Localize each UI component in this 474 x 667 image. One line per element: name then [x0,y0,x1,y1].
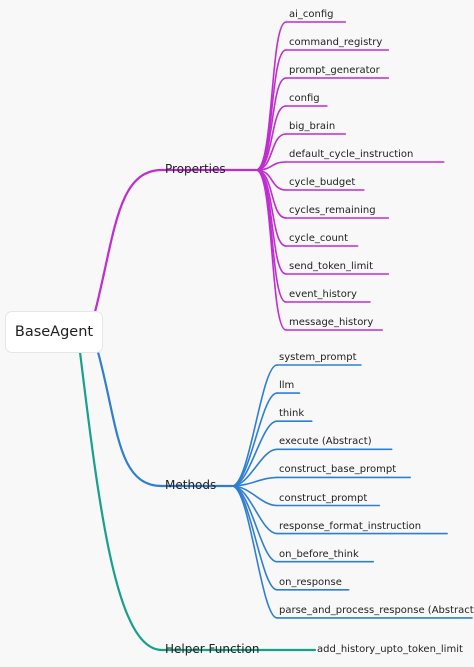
leaf-node-message-history[interactable]: message_history [289,317,374,328]
leaf-node-send-token-limit[interactable]: send_token_limit [289,261,374,272]
leaf-node-cycle-count[interactable]: cycle_count [289,233,349,244]
leaf-node-construct-prompt[interactable]: construct_prompt [279,492,368,504]
leaf-node-parse-and-process-response-abstract[interactable]: parse_and_process_response (Abstract) [279,604,474,616]
leaf-node-think[interactable]: think [279,408,305,420]
connector-properties-to-message-history [255,169,287,331]
branch-label-properties: Properties [165,162,226,176]
connector-methods-to-on-response [231,485,278,591]
leaf-node-construct-base-prompt[interactable]: construct_base_prompt [279,464,397,476]
leaf-node-llm[interactable]: llm [279,380,295,392]
leaf-node-command-registry[interactable]: command_registry [289,37,383,48]
leaf-node-event-history[interactable]: event_history [289,289,357,300]
connector-root-to-helper-function [78,350,164,652]
connector-methods-to-system-prompt [231,364,278,487]
branch-node-methods[interactable]: Methods [165,478,216,492]
branch-label-methods: Methods [165,478,217,492]
connector-methods-to-llm [231,392,278,487]
branch-node-helper-function[interactable]: Helper Function [165,642,260,656]
leaf-node-execute-abstract[interactable]: execute (Abstract) [279,436,372,448]
leaf-node-system-prompt[interactable]: system_prompt [279,352,357,363]
leaf-node-cycle-budget[interactable]: cycle_budget [289,177,356,188]
leaf-node-prompt-generator[interactable]: prompt_generator [289,65,380,76]
branch-node-properties[interactable]: Properties [165,162,226,176]
leaf-node-on-response[interactable]: on_response [279,576,342,588]
connector-properties-to-prompt-generator [255,77,287,171]
leaf-node-default-cycle-instruction[interactable]: default_cycle_instruction [289,149,414,160]
leaf-node-big-brain[interactable]: big_brain [289,121,336,132]
leaf-node-ai-config[interactable]: ai_config [289,9,334,20]
leaf-node-on-before-think[interactable]: on_before_think [279,548,359,560]
connector-methods-to-parse-and-process-response-abstract [231,485,278,619]
connector-properties-to-command-registry [255,49,287,171]
leaf-node-response-format-instruction[interactable]: response_format_instruction [279,520,422,532]
root-node-baseagent[interactable]: BaseAgent [6,312,102,352]
leaf-node-cycles-remaining[interactable]: cycles_remaining [289,205,376,216]
connector-root-to-properties [93,168,164,314]
connector-properties-to-ai-config [255,21,287,171]
connector-root-to-methods [96,350,164,488]
leaf-node-add-history-upto-token-limit[interactable]: add_history_upto_token_limit [317,644,463,655]
root-node-label: BaseAgent [14,324,94,340]
leaf-node-config[interactable]: config [289,93,320,104]
branch-label-helper-function: Helper Function [165,642,260,656]
